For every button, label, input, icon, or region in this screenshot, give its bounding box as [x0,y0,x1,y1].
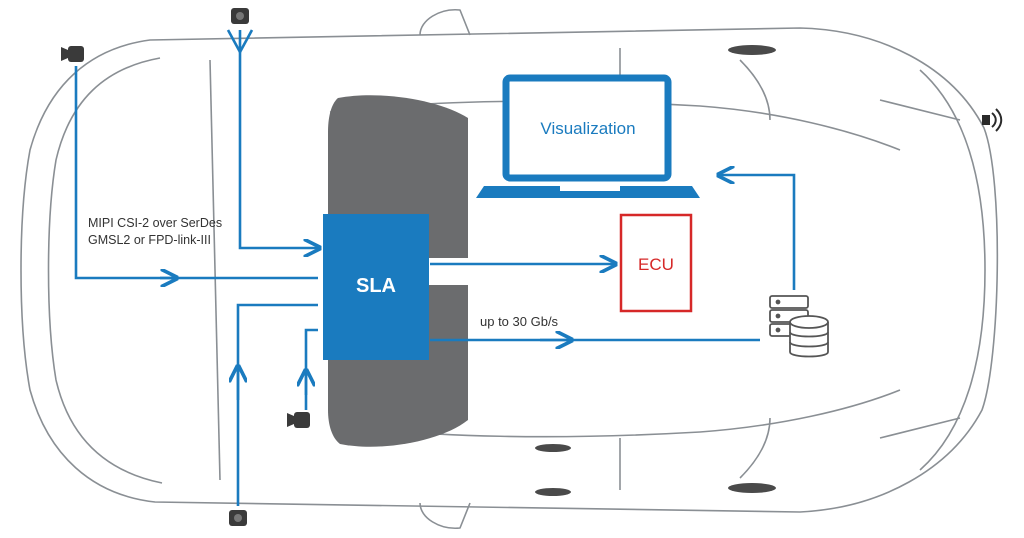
server-database-icon [769,295,829,358]
visualization-label: Visualization [540,119,635,138]
camera-icon [229,510,247,526]
camera-icon [61,46,84,62]
bandwidth-label: up to 30 Gb/s [480,314,559,329]
data-links [74,29,796,506]
laptop-icon [476,74,700,198]
ecu-block [619,213,693,313]
ecu-label: ECU [638,255,674,274]
camera-icon [231,8,249,24]
camera-icon [287,412,310,428]
sla-label: SLA [356,275,396,297]
link-label-line1: MIPI CSI-2 over SerDes [88,216,222,230]
sla-block [323,214,429,360]
car-outline [20,9,999,529]
radar-sensor-icon [982,108,1003,132]
link-label-line2: GMSL2 or FPD-link-III [88,233,211,247]
car-details [535,45,776,496]
